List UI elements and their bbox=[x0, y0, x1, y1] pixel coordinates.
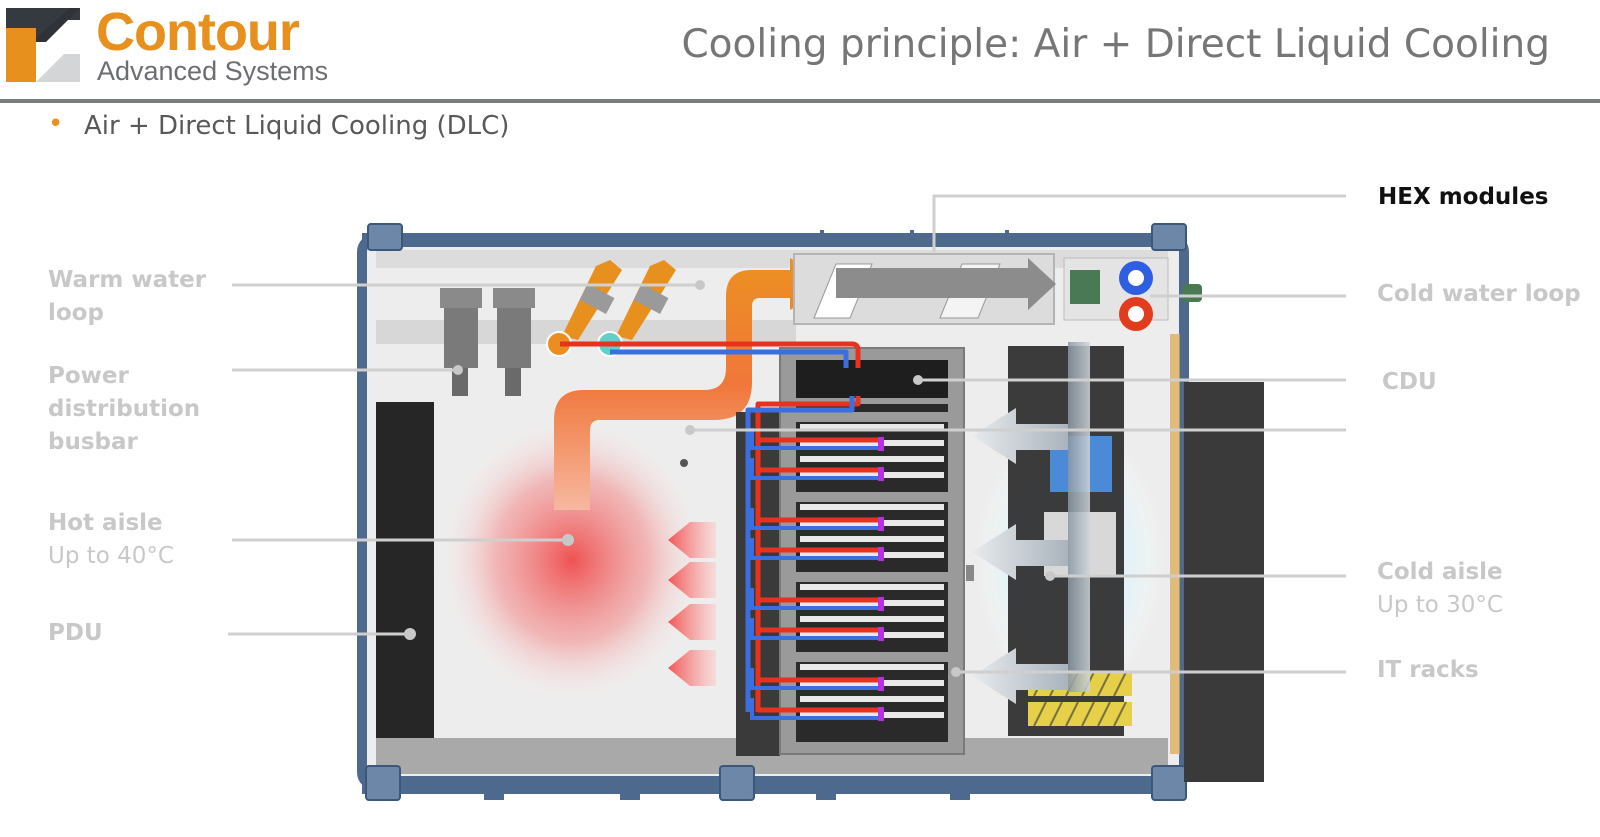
rack-shelf bbox=[800, 536, 944, 542]
cold-branch-pipe bbox=[748, 458, 880, 480]
label-line: Cold aisle bbox=[1377, 559, 1503, 585]
hot-air-arrows bbox=[668, 522, 716, 686]
cold-plate-connector bbox=[878, 677, 884, 691]
label-hot-aisle: Hot aisle Up to 40°C bbox=[48, 507, 174, 573]
warm-water-valves bbox=[546, 260, 676, 357]
bullet-item: Air + Direct Liquid Cooling (DLC) bbox=[84, 111, 510, 141]
label-detail: Up to 30°C bbox=[1377, 592, 1503, 618]
label-detail: Up to 40°C bbox=[48, 543, 174, 569]
cold-plate-connector bbox=[878, 627, 884, 641]
label-line: Cold water loop bbox=[1377, 281, 1581, 307]
dlc-branches bbox=[748, 428, 884, 721]
rack-shelf bbox=[800, 520, 944, 526]
label-cold-aisle: Cold aisle Up to 30°C bbox=[1377, 556, 1503, 622]
cold-branch-pipe bbox=[748, 508, 880, 530]
label-cdu: CDU bbox=[1382, 366, 1437, 399]
label-pdu: PDU bbox=[48, 617, 103, 650]
cold-plate-connector bbox=[878, 707, 884, 721]
cold-air-duct bbox=[1068, 342, 1090, 692]
label-line: PDU bbox=[48, 620, 103, 646]
rack-shelf bbox=[800, 600, 944, 606]
rack-shelf bbox=[800, 552, 944, 558]
label-power-busbar: Power distribution busbar bbox=[48, 360, 200, 459]
label-it-racks: IT racks bbox=[1377, 654, 1479, 687]
rack-shelf bbox=[800, 632, 944, 638]
rack-shelf bbox=[800, 616, 944, 622]
busbar-unit bbox=[440, 288, 535, 396]
rack-separator bbox=[796, 492, 948, 502]
rack-shelf bbox=[800, 456, 944, 462]
label-line: HEX modules bbox=[1378, 184, 1549, 210]
cold-plate-connector bbox=[878, 597, 884, 611]
contour-logo-icon bbox=[6, 8, 80, 82]
hot-aisle-glow bbox=[432, 410, 712, 710]
rack-shelf bbox=[800, 440, 944, 446]
rack-shelf bbox=[800, 696, 944, 702]
label-line: CDU bbox=[1382, 369, 1437, 395]
cold-plate-connector bbox=[878, 547, 884, 561]
label-line: busbar bbox=[48, 429, 138, 455]
label-warm-water-loop: Warm water loop bbox=[48, 264, 206, 330]
label-line: Power bbox=[48, 363, 129, 389]
rack-shelf bbox=[800, 584, 944, 590]
rack-shelf bbox=[800, 712, 944, 718]
rack-shelf bbox=[800, 680, 944, 686]
label-line: Warm water bbox=[48, 267, 207, 293]
cold-branch-pipe bbox=[748, 698, 880, 720]
label-line: loop bbox=[48, 300, 104, 326]
slide-title: Cooling principle: Air + Direct Liquid C… bbox=[681, 22, 1550, 67]
cold-air-arrows bbox=[972, 408, 1068, 704]
rack-separator bbox=[796, 412, 948, 422]
leader-lines bbox=[228, 194, 1346, 674]
brand-tagline: Advanced Systems bbox=[97, 56, 329, 86]
hex-modules-unit bbox=[793, 253, 1056, 325]
label-line: Hot aisle bbox=[48, 510, 163, 536]
rack-shelf bbox=[800, 424, 944, 430]
label-hex-modules: HEX modules bbox=[1378, 181, 1548, 214]
cold-plate-connector bbox=[878, 467, 884, 481]
cold-branch-pipe bbox=[748, 588, 880, 610]
brand-name: Contour bbox=[96, 2, 300, 62]
label-cold-water-loop: Cold water loop bbox=[1377, 278, 1581, 311]
cold-branch-pipe bbox=[748, 538, 880, 560]
rack-shelf bbox=[800, 664, 944, 670]
cold-branch-pipe bbox=[748, 668, 880, 690]
label-line: IT racks bbox=[1377, 657, 1479, 683]
pdu-unit bbox=[376, 402, 434, 738]
rack-shelf bbox=[800, 472, 944, 478]
side-panel bbox=[1184, 382, 1264, 782]
leader-dots bbox=[404, 280, 1055, 677]
filter-panel-bottom bbox=[1028, 702, 1132, 726]
label-line: distribution bbox=[48, 396, 201, 422]
rack-separator bbox=[796, 652, 948, 662]
rack-shelf bbox=[800, 504, 944, 510]
rack-separator bbox=[796, 572, 948, 582]
title-divider bbox=[0, 99, 1600, 103]
cold-branch-pipe bbox=[748, 618, 880, 640]
cold-plate-connector bbox=[878, 517, 884, 531]
cold-plate-connector bbox=[878, 437, 884, 451]
rack-shelves bbox=[796, 412, 948, 718]
cold-water-loop-fittings bbox=[1063, 257, 1202, 331]
